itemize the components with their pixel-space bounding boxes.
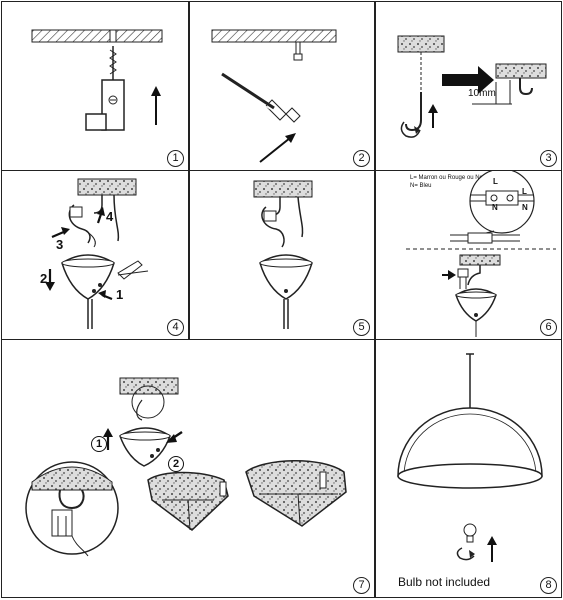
step-8-panel: Bulb not included 8 [375, 339, 562, 598]
callout-2: 2 [40, 271, 48, 286]
callout-1: 1 [91, 436, 107, 452]
callout-1: 1 [116, 287, 124, 302]
step-number: 7 [353, 577, 370, 594]
step-number: 1 [167, 150, 184, 167]
hammer-illustration [211, 29, 337, 163]
legend-neutral: N= Bleu [410, 183, 432, 189]
terminal-neutral-right: N [522, 203, 528, 212]
step-number: 2 [353, 150, 370, 167]
step-1-panel: 1 [1, 1, 189, 171]
canopy-illustration [253, 180, 313, 329]
callout-4: 4 [106, 209, 114, 224]
step-5-panel: 5 [189, 170, 375, 340]
measurement-label: 10mm [468, 88, 496, 99]
callout-2: 2 [168, 456, 184, 472]
legend-live: L= Marron ou Rouge ou Noir [410, 175, 487, 181]
terminal-neutral: N [492, 203, 498, 212]
step-7-panel: 1 2 7 [1, 339, 375, 598]
step-number: 4 [167, 319, 184, 336]
step-4-panel: 1 2 3 4 4 [1, 170, 189, 340]
terminal-detail-illustration [406, 171, 556, 337]
terminal-live: L [493, 177, 498, 186]
step-3-panel: 10mm 3 [375, 1, 562, 171]
callout-3: 3 [56, 237, 64, 252]
step-number: 6 [540, 319, 557, 336]
terminal-live-right: L [522, 187, 527, 196]
canopy-fitting-illustration [25, 377, 347, 557]
step-number: 8 [540, 577, 557, 594]
wiring-illustration [45, 178, 149, 329]
step-2-panel: 2 [189, 1, 375, 171]
step-number: 5 [353, 319, 370, 336]
step-6-panel: L= Marron ou Rouge ou Noir N= Bleu L N L… [375, 170, 562, 340]
pendant-illustration [397, 353, 543, 562]
drill-illustration [31, 29, 163, 131]
step-number: 3 [540, 150, 557, 167]
bulb-note: Bulb not included [398, 575, 491, 589]
hook-illustration [397, 35, 547, 138]
